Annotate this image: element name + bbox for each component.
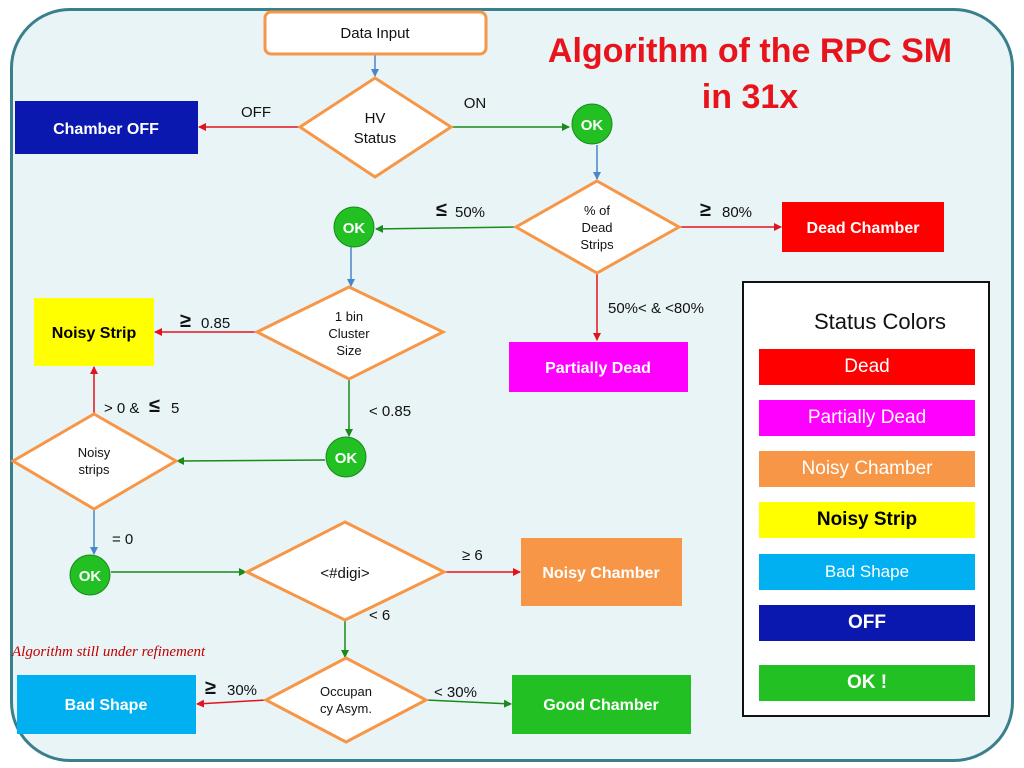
- refinement-note: Algorithm still under refinement: [12, 644, 206, 660]
- edge-label-on: ON: [464, 95, 487, 112]
- hv-status-label-1: HV: [365, 110, 386, 127]
- edge-label-ge085: ≥ 0.85: [180, 310, 230, 332]
- ok-circle-noisy-label: OK: [79, 568, 102, 585]
- digi-label: <#digi>: [320, 565, 369, 582]
- ok-circle-cluster: [325, 436, 367, 478]
- cluster-size-label-2: Cluster: [328, 326, 370, 341]
- occupancy-label-1: Occupan: [320, 684, 372, 699]
- good-chamber-box: [512, 675, 691, 734]
- edge-label-lt30: < 30%: [434, 684, 477, 701]
- ok-circle-hv: [571, 103, 613, 145]
- dead-chamber-label: Dead Chamber: [807, 220, 920, 237]
- noisy-range-a: > 0 &: [104, 400, 139, 417]
- noisy-strips-label-1: Noisy: [78, 445, 111, 460]
- noisy-strip-box: [34, 298, 154, 366]
- bad-shape-box: [17, 675, 196, 734]
- cluster-size-label-1: 1 bin: [335, 309, 363, 324]
- dead-strips-label-1: % of: [584, 203, 610, 218]
- dead-strips-decision: [512, 179, 683, 275]
- partially-dead-label: Partially Dead: [545, 360, 651, 377]
- ge-symbol: ≥: [205, 677, 216, 699]
- le50-value: 50%: [455, 204, 485, 221]
- title-line-1: Algorithm of the RPC SM: [547, 32, 953, 70]
- edge-label-eq0: = 0: [112, 531, 133, 548]
- occupancy-label-2: cy Asym.: [320, 701, 372, 716]
- edge-label-ge80: ≥ 80%: [700, 199, 752, 221]
- ok-circle-cluster-label: OK: [335, 450, 358, 467]
- legend-chip-noisy-chamber: Noisy Chamber: [759, 451, 975, 487]
- edge-label-lt6: < 6: [369, 607, 390, 624]
- edge-label-lt085: < 0.85: [369, 403, 411, 420]
- ge80-value: 80%: [722, 204, 752, 221]
- ok-circle-hv-label: OK: [581, 117, 604, 134]
- arrow-occ-lt30: [425, 699, 512, 708]
- chamber-off-box: [15, 101, 198, 154]
- ok-circle-dead-label: OK: [343, 220, 366, 237]
- ge-symbol: ≥: [180, 310, 191, 332]
- dead-strips-label-2: Dead: [581, 220, 612, 235]
- noisy-strips-decision: [10, 412, 179, 511]
- ge-symbol: ≥: [700, 199, 711, 221]
- title-line-2: in 31x: [701, 78, 799, 116]
- occupancy-decision: [262, 656, 430, 744]
- edge-label-ge30: ≥ 30%: [205, 677, 257, 699]
- slide-title: Algorithm of the RPC SM in 31x: [540, 28, 960, 120]
- partially-dead-box: [509, 342, 688, 392]
- edge-label-off: OFF: [241, 104, 271, 121]
- ok-circle-noisy: [69, 554, 111, 596]
- cluster-size-label-3: Size: [336, 343, 361, 358]
- good-chamber-label: Good Chamber: [543, 697, 659, 714]
- dead-strips-label-3: Strips: [580, 237, 614, 252]
- status-colors-legend: Status Colors Dead Partially Dead Noisy …: [742, 281, 990, 717]
- ok-circle-dead: [333, 206, 375, 248]
- hv-status-decision: [297, 76, 454, 179]
- legend-chip-partially-dead: Partially Dead: [759, 400, 975, 436]
- arrow-dead-le50: [375, 224, 517, 233]
- bad-shape-label: Bad Shape: [65, 697, 148, 714]
- digi-decision: [243, 520, 448, 622]
- legend-title: Status Colors: [813, 309, 947, 334]
- cluster-size-decision: [253, 285, 447, 381]
- arrow-ok3-to-noisy: [176, 456, 326, 465]
- arrow-occ-ge30: [196, 699, 267, 708]
- noisy-range-b: 5: [171, 400, 179, 417]
- edge-label-le50: ≤ 50%: [436, 199, 485, 221]
- dead-chamber-box: [782, 202, 944, 252]
- chamber-off-label: Chamber OFF: [53, 121, 159, 138]
- legend-chip-ok: OK !: [759, 665, 975, 701]
- data-input-label: Data Input: [340, 25, 410, 42]
- legend-chip-dead: Dead: [759, 349, 975, 385]
- hv-status-label-2: Status: [354, 130, 397, 147]
- legend-chip-off: OFF: [759, 605, 975, 641]
- noisy-chamber-label: Noisy Chamber: [542, 565, 659, 582]
- ge30-value: 30%: [227, 682, 257, 699]
- noisy-strips-label-2: strips: [78, 462, 110, 477]
- legend-chip-noisy-strip: Noisy Strip: [759, 502, 975, 538]
- le-symbol: ≤: [436, 199, 447, 221]
- edge-label-noisy-range: > 0 & ≤ 5: [104, 395, 179, 417]
- le-symbol: ≤: [149, 395, 160, 417]
- edge-label-mid-dead: 50%< & <80%: [608, 300, 704, 317]
- edge-label-ge6: ≥ 6: [462, 547, 483, 564]
- noisy-strip-label: Noisy Strip: [52, 325, 137, 342]
- legend-chip-bad-shape: Bad Shape: [759, 554, 975, 590]
- noisy-chamber-box: [521, 538, 682, 606]
- ge085-value: 0.85: [201, 315, 230, 332]
- data-input-box: [263, 10, 488, 56]
